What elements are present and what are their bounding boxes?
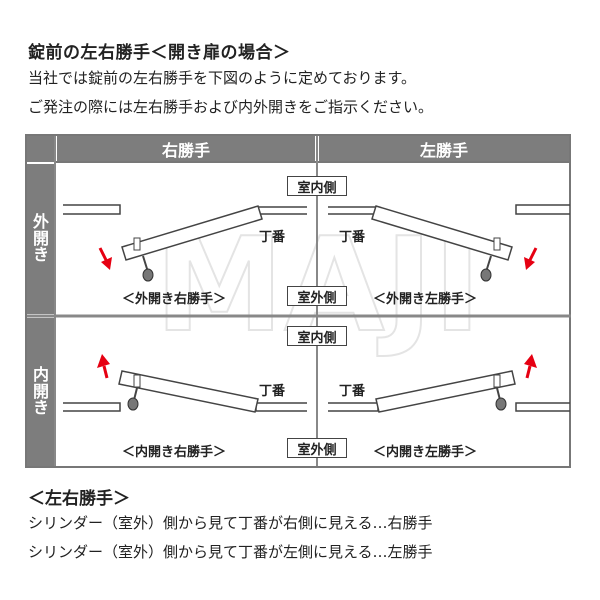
column-header-left-hand: 左勝手 bbox=[319, 136, 569, 162]
hinge-label-in-right: 丁番 bbox=[259, 384, 286, 399]
column-header-right-hand: 右勝手 bbox=[57, 136, 315, 162]
door-leaf-in-right bbox=[118, 370, 259, 413]
row-header-outward-text: 外開き bbox=[32, 211, 49, 265]
footer-line-2: シリンダー（室外）側から見て丁番が左側に見える…左勝手 bbox=[28, 543, 433, 561]
page-title: 錠前の左右勝手＜開き扉の場合＞ bbox=[28, 43, 291, 63]
hinge-label-out-left: 丁番 bbox=[339, 230, 366, 245]
caption-out-left: ＜外開き左勝手＞ bbox=[373, 292, 478, 307]
label-outdoor-bottom: 室外側 bbox=[287, 438, 347, 458]
caption-in-left: ＜内開き左勝手＞ bbox=[373, 445, 478, 460]
caption-in-right: ＜内開き右勝手＞ bbox=[122, 445, 227, 460]
diagram-frame bbox=[25, 134, 571, 468]
lever-handle-in-right bbox=[127, 374, 141, 411]
wall-out-left-right bbox=[515, 204, 570, 215]
hinge-label-out-right: 丁番 bbox=[259, 230, 286, 245]
arrow-down-out-right bbox=[98, 247, 112, 270]
label-indoor-top: 室内側 bbox=[287, 176, 347, 196]
wall-in-left-right bbox=[515, 402, 570, 412]
footer-line-1: シリンダー（室外）側から見て丁番が右側に見える…右勝手 bbox=[28, 514, 433, 532]
wall-in-left-hinge bbox=[328, 402, 379, 412]
wall-out-right-left bbox=[63, 204, 121, 215]
intro-line-1: 当社では錠前の左右勝手を下図のように定めております。 bbox=[28, 69, 417, 87]
arrow-up-in-left bbox=[524, 354, 537, 379]
lever-handle-out-right bbox=[133, 237, 154, 282]
row-header-inward: 内開き bbox=[27, 318, 55, 466]
hinge-label-in-left: 丁番 bbox=[339, 384, 366, 399]
arrow-down-out-left bbox=[524, 247, 538, 270]
table-corner bbox=[27, 136, 55, 162]
label-outdoor-top: 室外側 bbox=[287, 286, 347, 306]
door-leaf-out-right bbox=[121, 205, 263, 261]
door-leaf-in-left bbox=[375, 370, 516, 413]
door-leaf-out-left bbox=[371, 205, 513, 261]
row-header-outward: 外開き bbox=[27, 164, 55, 314]
wall-in-right-hinge bbox=[255, 402, 307, 412]
intro-line-2: ご発注の際には左右勝手および内外開きをご指示ください。 bbox=[28, 98, 434, 116]
footer-title: ＜左右勝手＞ bbox=[28, 489, 130, 509]
label-indoor-bottom: 室内側 bbox=[287, 326, 347, 346]
wall-in-right-left bbox=[63, 402, 121, 412]
row-header-inward-text: 内開き bbox=[32, 364, 49, 418]
caption-out-right: ＜外開き右勝手＞ bbox=[122, 292, 227, 307]
arrow-up-in-right bbox=[97, 354, 110, 379]
lever-handle-in-left bbox=[493, 374, 507, 411]
lever-handle-out-left bbox=[480, 237, 501, 282]
